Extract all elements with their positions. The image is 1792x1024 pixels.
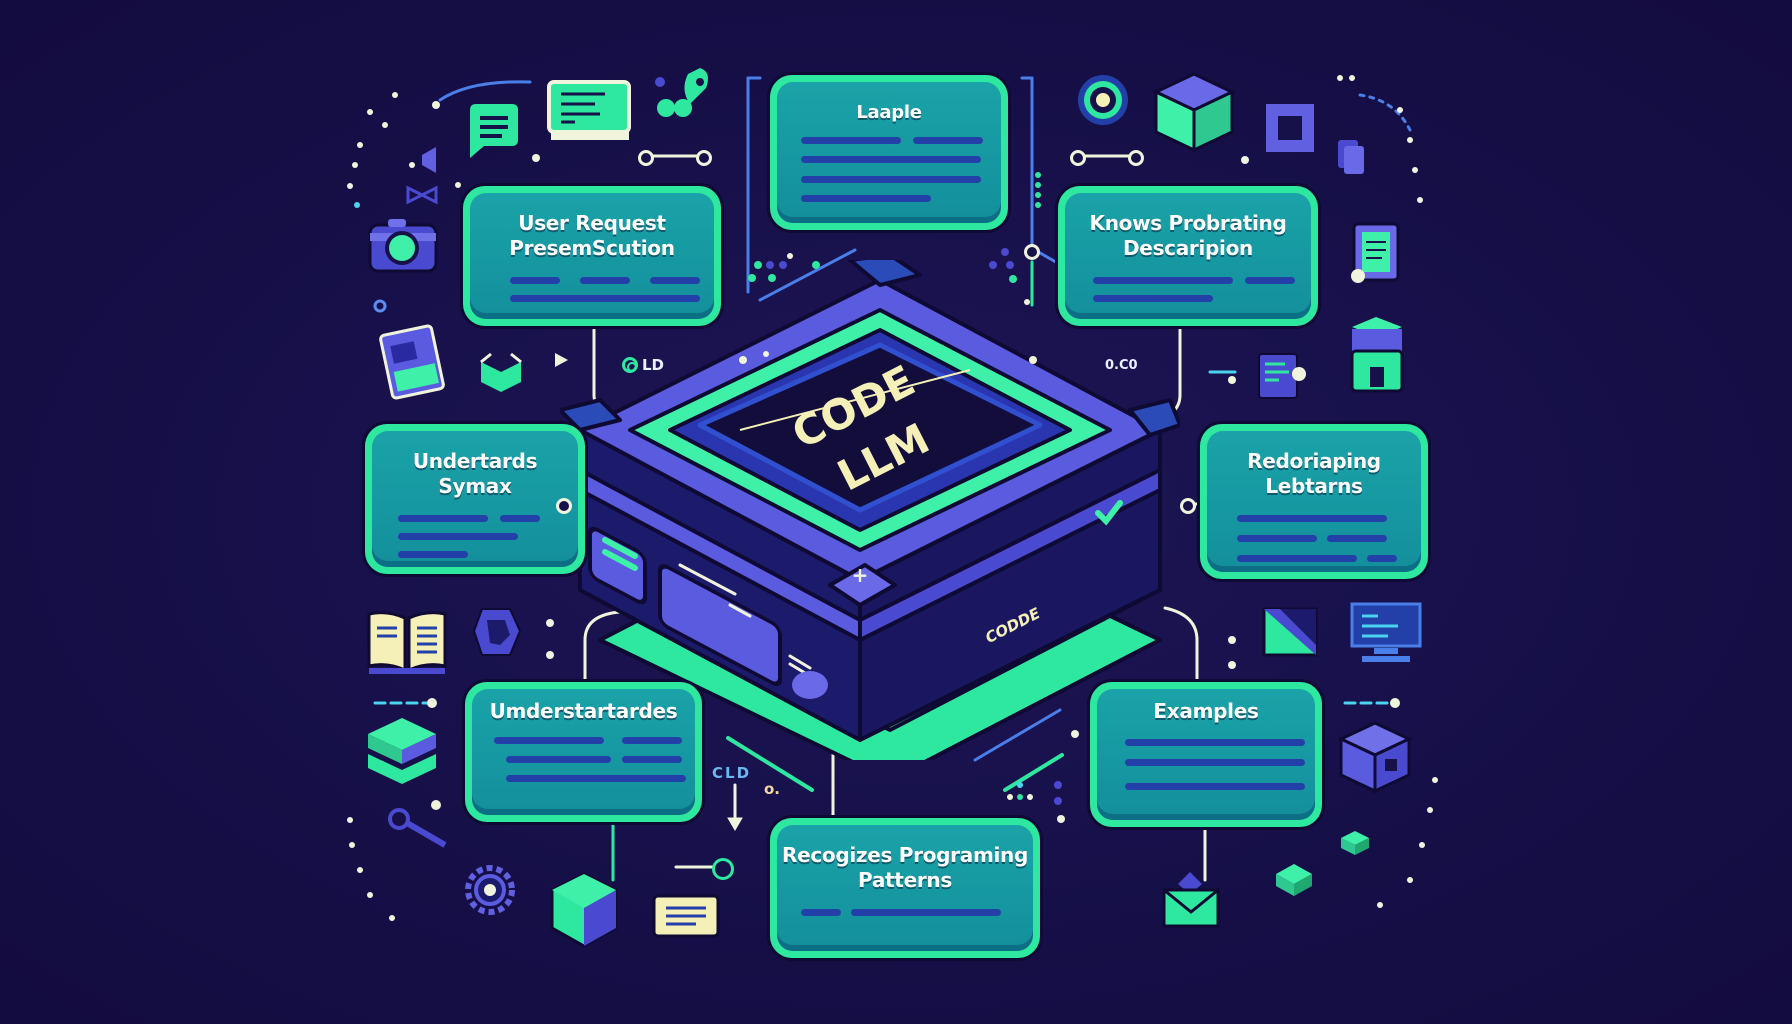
text-bar [1093,295,1213,302]
text-bar [398,551,468,558]
document-icon [652,894,720,938]
text-bar [398,533,518,540]
text-bar [510,277,560,284]
card-title: Laaple [856,102,922,123]
target-circle-icon [1078,75,1128,125]
connector-node [1070,150,1086,166]
green-box-icon [1350,317,1404,393]
text-bar [1245,277,1295,284]
text-bar [500,515,540,522]
text-bar [580,277,630,284]
connector-node [1024,244,1040,260]
text-bar [1237,515,1387,522]
cube-gem-icon [472,608,522,656]
text-bar [1367,555,1397,562]
code-llm-block: + CODE LLM CODDE [560,260,1180,760]
connector-node [1128,150,1144,166]
text-bar [622,756,682,763]
connector-node [638,150,654,166]
card-title: Knows Probrating Descaripion [1089,211,1287,260]
card-mid-left[interactable]: Undertards Symax [365,424,585,574]
card-bottom-left[interactable]: Umderstartardes [465,682,702,822]
card-reader-icon [379,324,445,400]
small-cube-icon [1276,864,1312,896]
gear-icon [465,865,515,915]
files-icon [1338,140,1364,174]
text-bar [1237,535,1317,542]
text-bar [510,295,700,302]
connector-label-small: o. [764,780,781,798]
connector-label-left: LD [622,356,664,374]
card-title: Redoriaping Lebtarns [1247,449,1381,498]
text-bar [506,775,686,782]
text-bar [1125,759,1305,766]
camera-icon [368,219,438,273]
card-top-right[interactable]: Knows Probrating Descaripion [1058,186,1318,326]
tablet-icon [1351,222,1400,283]
connector-node [712,858,734,880]
text-bar [1125,783,1305,790]
card-mid-right[interactable]: Redoriaping Lebtarns [1200,424,1428,579]
key-icon [388,808,447,848]
chat-bubble-icon [468,104,518,158]
text-bar [801,156,981,163]
text-bar [801,195,931,202]
speaker-icon [422,147,436,173]
card-bottom-right[interactable]: Examples [1090,682,1322,827]
isometric-cube-icon [1152,72,1236,153]
card-top[interactable]: Laaple [770,75,1008,230]
card-title: Examples [1153,699,1259,723]
text-bar [398,515,488,522]
text-bar [801,909,841,916]
monitor-icon [547,80,631,140]
text-bar [1093,277,1233,284]
connector-node [696,150,712,166]
card-title: Umderstartardes [489,699,678,723]
text-bar [1125,739,1305,746]
svg-text:+: + [852,563,869,587]
purple-box-icon [1337,721,1413,794]
envelope-icon [1162,872,1220,928]
target-icon [622,357,638,373]
text-bar [1327,535,1387,542]
text-bar [494,737,604,744]
stacked-layers-icon [368,718,436,784]
text-bar [801,176,981,183]
box-open-icon [480,352,522,392]
text-bar [913,137,983,144]
card-title: Recogizes Programing Patterns [782,843,1028,892]
small-cube-icon [1341,831,1369,855]
text-bar [1237,555,1357,562]
diagonal-square-icon [1262,607,1318,657]
text-bar [622,737,682,744]
bowtie-icon [406,185,438,205]
text-bar [650,277,700,284]
connector-node [1180,498,1196,514]
open-book-icon [367,611,447,674]
card-title: User Request PresemScution [509,211,675,260]
hex-cube-icon [550,872,618,948]
square-frame-icon [1266,104,1314,152]
connector-label-bottom: CLD [712,764,752,782]
text-bar [506,756,611,763]
card-top-left[interactable]: User Request PresemScution [463,186,721,326]
desktop-code-icon [1350,602,1422,662]
connector-node [556,498,572,514]
text-bar [801,137,901,144]
connector-label-right: 0.C0 [1105,358,1138,373]
card-title: Undertards Symax [412,449,538,498]
code-screen-icon [1258,353,1306,399]
text-bar [851,909,1001,916]
card-bottom[interactable]: Recogizes Programing Patterns [770,818,1040,958]
